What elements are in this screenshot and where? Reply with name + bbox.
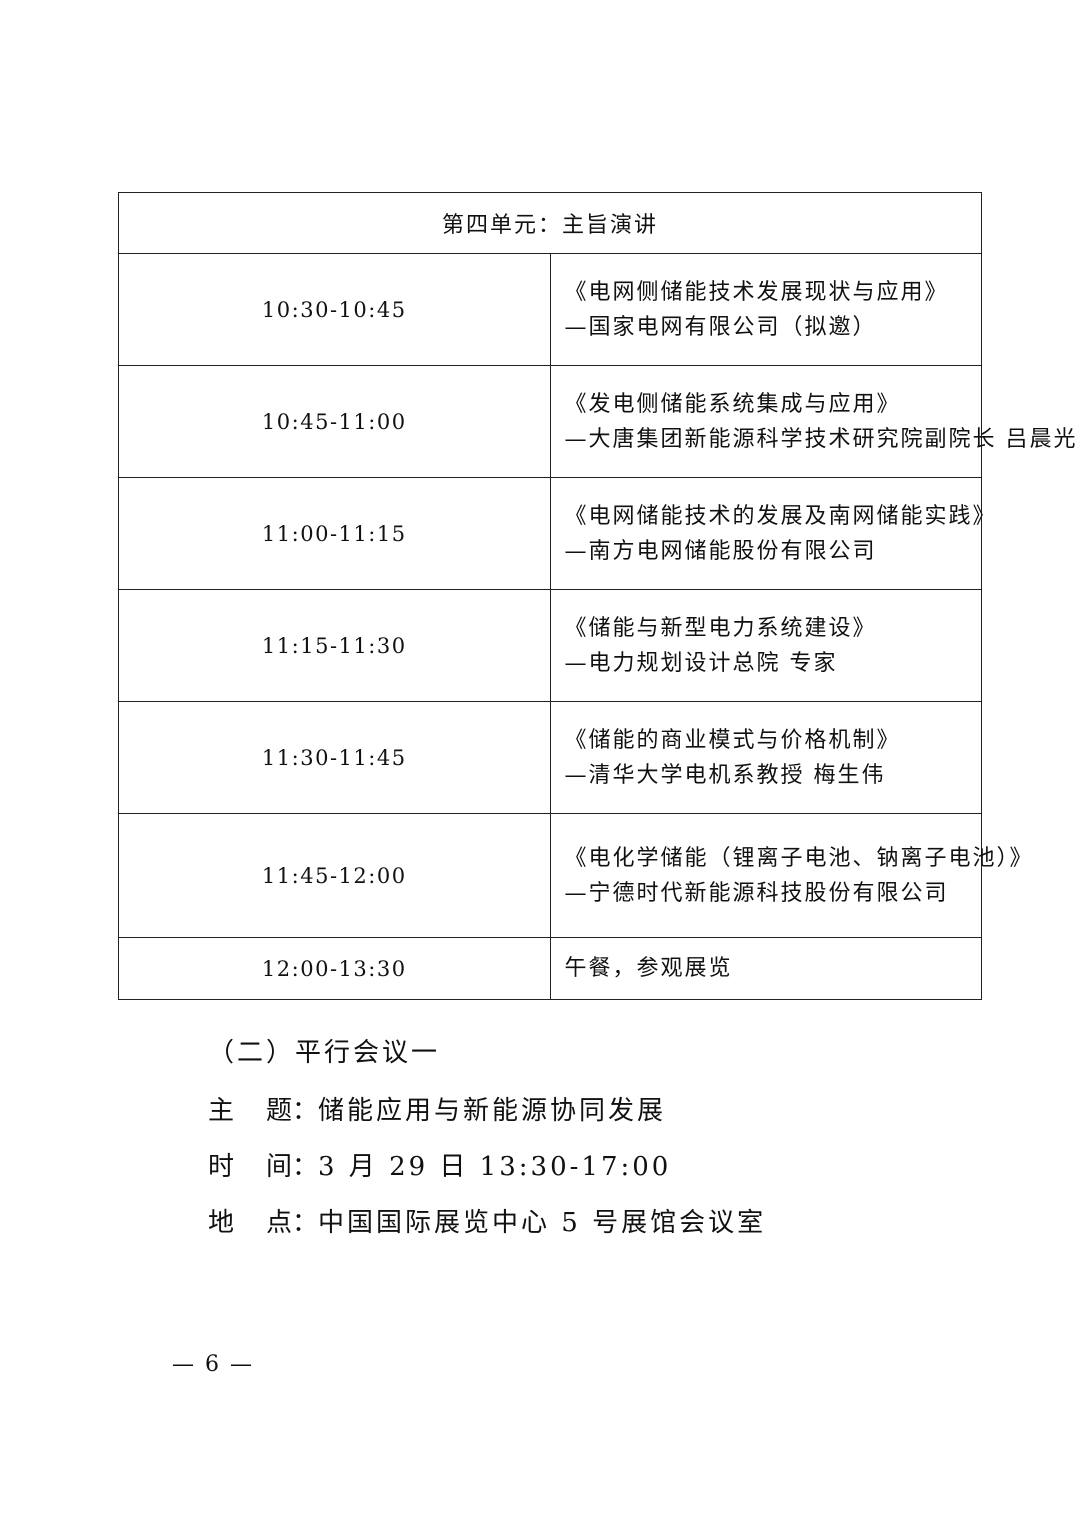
session-content: 《储能的商业模式与价格机制》 —清华大学电机系教授 梅生伟 xyxy=(549,701,982,814)
talk-title: 《储能的商业模式与价格机制》 xyxy=(564,727,901,753)
location-value: 中国国际展览中心 5 号展馆会议室 xyxy=(318,1208,767,1238)
time-value: 3 月 29 日 13:30-17:00 xyxy=(318,1152,672,1182)
schedule-table: 第四单元：主旨演讲 10:30-10:45 《电网侧储能技术发展现状与应用》 —… xyxy=(118,192,1078,1000)
parallel-session-heading: （二）平行会议一 xyxy=(208,1038,441,1068)
session-content: 《发电侧储能系统集成与应用》 —大唐集团新能源科学技术研究院副院长 吕晨光 xyxy=(549,365,1078,478)
session-content: 午餐，参观展览 xyxy=(549,937,982,1000)
session-content: 《电网储能技术的发展及南网储能实践》 —南方电网储能股份有限公司 xyxy=(549,477,997,590)
talk-title: 《发电侧储能系统集成与应用》 xyxy=(564,391,901,417)
topic-value: 储能应用与新能源协同发展 xyxy=(318,1096,667,1126)
session-time: 11:15-11:30 xyxy=(118,589,551,702)
page-number: — 6 — xyxy=(172,1352,254,1377)
table-row: 10:30-10:45 《电网侧储能技术发展现状与应用》 —国家电网有限公司（拟… xyxy=(118,253,982,366)
session-time: 11:00-11:15 xyxy=(118,477,551,590)
time-label: 时间： xyxy=(208,1152,319,1182)
table-row: 11:45-12:00 《电化学储能（锂离子电池、钠离子电池）》 —宁德时代新能… xyxy=(118,813,1034,938)
location-line: 地点：中国国际展览中心 5 号展馆会议室 xyxy=(208,1202,766,1239)
session-content: 《电网侧储能技术发展现状与应用》 —国家电网有限公司（拟邀） xyxy=(549,253,982,366)
time-line: 时间：3 月 29 日 13:30-17:00 xyxy=(208,1146,671,1183)
unit-header-row: 第四单元：主旨演讲 xyxy=(118,192,982,254)
unit-title: 第四单元：主旨演讲 xyxy=(118,192,982,254)
session-content: 《电化学储能（锂离子电池、钠离子电池）》 —宁德时代新能源科技股份有限公司 xyxy=(549,813,1034,938)
topic-line: 主题：储能应用与新能源协同发展 xyxy=(208,1090,666,1127)
agenda-item: 午餐，参观展览 xyxy=(564,956,733,981)
topic-label: 主题： xyxy=(208,1096,319,1126)
table-row: 11:00-11:15 《电网储能技术的发展及南网储能实践》 —南方电网储能股份… xyxy=(118,477,997,590)
session-content: 《储能与新型电力系统建设》 —电力规划设计总院 专家 xyxy=(549,589,982,702)
session-time: 10:30-10:45 xyxy=(118,253,551,366)
location-label: 地点： xyxy=(208,1208,319,1238)
speaker: —国家电网有限公司（拟邀） xyxy=(564,314,877,340)
session-time: 11:30-11:45 xyxy=(118,701,551,814)
talk-title: 《电网储能技术的发展及南网储能实践》 xyxy=(564,503,997,529)
talk-title: 《电网侧储能技术发展现状与应用》 xyxy=(564,279,949,305)
speaker: —大唐集团新能源科学技术研究院副院长 吕晨光 xyxy=(564,426,1078,452)
talk-title: 《储能与新型电力系统建设》 xyxy=(564,615,877,641)
session-time: 10:45-11:00 xyxy=(118,365,551,478)
table-row: 10:45-11:00 《发电侧储能系统集成与应用》 —大唐集团新能源科学技术研… xyxy=(118,365,1078,478)
speaker: —清华大学电机系教授 梅生伟 xyxy=(564,762,886,788)
speaker: —南方电网储能股份有限公司 xyxy=(564,538,877,564)
speaker: —宁德时代新能源科技股份有限公司 xyxy=(564,880,949,906)
table-row: 11:30-11:45 《储能的商业模式与价格机制》 —清华大学电机系教授 梅生… xyxy=(118,701,982,814)
table-row: 12:00-13:30 午餐，参观展览 xyxy=(118,937,982,1000)
session-time: 12:00-13:30 xyxy=(118,937,551,1000)
table-row: 11:15-11:30 《储能与新型电力系统建设》 —电力规划设计总院 专家 xyxy=(118,589,982,702)
speaker: —电力规划设计总院 专家 xyxy=(564,650,838,676)
session-time: 11:45-12:00 xyxy=(118,813,551,938)
talk-title: 《电化学储能（锂离子电池、钠离子电池）》 xyxy=(564,845,1034,871)
